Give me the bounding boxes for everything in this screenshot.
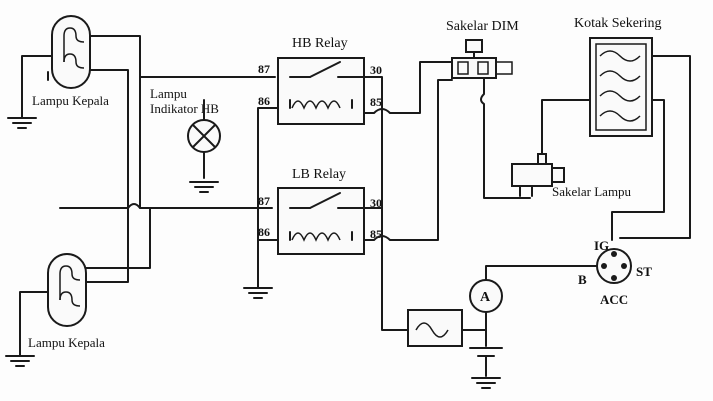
- lb-85-to-dim: [363, 79, 453, 241]
- headlamp-bottom-label: Lampu Kepala: [28, 335, 105, 350]
- hb-feed-wire: [89, 35, 276, 78]
- relay-30-bus: [363, 76, 409, 331]
- lb-relay: [277, 187, 365, 255]
- ground-symbol: [243, 281, 273, 299]
- lb-terminal-30: 30: [370, 196, 382, 210]
- ignition-ig-label: IG: [594, 238, 609, 253]
- hb-85-to-dim: [363, 61, 453, 114]
- headlamp-bottom-ground-wire: [19, 291, 49, 347]
- ground-symbol: [189, 181, 219, 193]
- fuse-box-label: Kotak Sekering: [574, 16, 661, 31]
- light-switch-label: Sakelar Lampu: [552, 184, 632, 199]
- lb-terminal-86: 86: [258, 225, 270, 239]
- fuse-box-icon: [589, 37, 653, 137]
- ground-symbol: [5, 345, 35, 367]
- headlamp-top: [51, 15, 91, 89]
- hb-bottom-wire: [59, 203, 151, 269]
- hb-terminal-86: 86: [258, 94, 270, 108]
- lb-common-wire: [85, 69, 129, 283]
- light-switch-to-fuse: [541, 99, 597, 155]
- light-switch-icon: [511, 153, 565, 197]
- hb-indicator-label-1: Lampu: [150, 86, 187, 101]
- hb-86-wire: [257, 107, 279, 283]
- hb-indicator-label-2: Indikator HB: [150, 101, 219, 116]
- hb-indicator-lamp-icon: [187, 119, 221, 153]
- fusible-link-icon: [407, 309, 463, 347]
- ignition-acc-label: ACC: [600, 292, 628, 307]
- dim-switch-icon: [451, 39, 513, 79]
- hb-terminal-30: 30: [370, 63, 382, 77]
- hb-terminal-85: 85: [370, 95, 382, 109]
- ammeter-to-link: [461, 311, 487, 331]
- ignition-st-label: ST: [636, 264, 652, 279]
- dim-to-light-switch: [480, 77, 531, 199]
- headlamp-top-label: Lampu Kepala: [32, 93, 109, 108]
- ignition-b-label: B: [578, 272, 587, 287]
- fuse-feed-wire: [619, 55, 691, 239]
- hb-relay-title: HB Relay: [292, 36, 348, 51]
- headlamp-bottom: [47, 253, 87, 327]
- ground-symbol: [471, 377, 501, 389]
- battery-icon: [469, 347, 503, 377]
- lb-terminal-87: 87: [258, 194, 270, 208]
- headlamp-top-ground-wire: [21, 55, 53, 109]
- dim-switch-label: Sakelar DIM: [446, 19, 519, 34]
- hb-terminal-87: 87: [258, 62, 270, 76]
- ground-symbol: [7, 107, 37, 129]
- lb-relay-title: LB Relay: [292, 167, 346, 182]
- ignition-switch-icon: [596, 248, 632, 284]
- fuse-ig-wire: [611, 99, 665, 241]
- b-to-ammeter-wire: [485, 265, 597, 281]
- hb-relay: [277, 57, 365, 125]
- ammeter-label: A: [480, 290, 491, 305]
